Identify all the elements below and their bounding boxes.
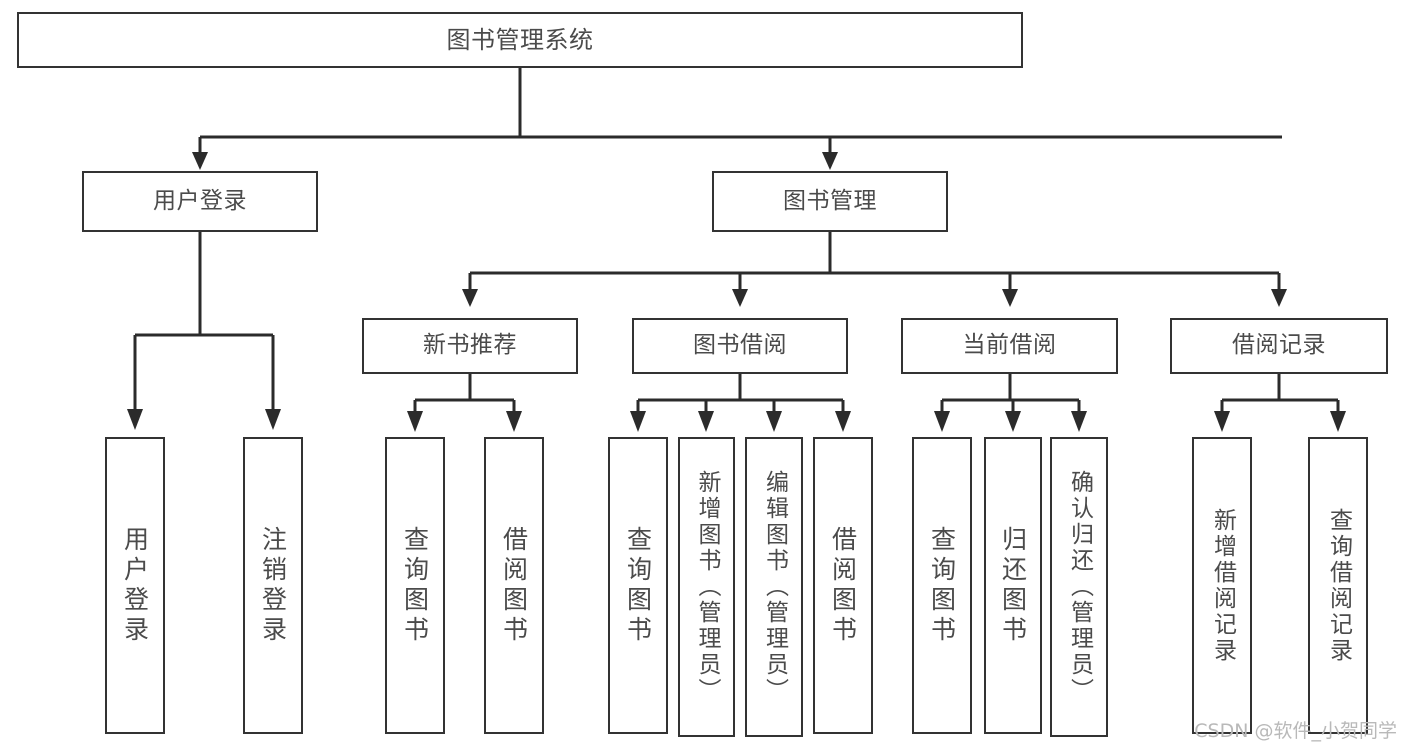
leaf-edit-book-admin[interactable]: 编辑图书（管理员） — [745, 437, 803, 737]
node-current-borrow[interactable]: 当前借阅 — [901, 318, 1118, 374]
edge-newbookrec-to-leaves — [407, 374, 522, 432]
leaf-edit-book-admin-label: 编辑图书（管理员） — [761, 470, 788, 704]
edge-currentborrow-to-leaves — [934, 374, 1087, 432]
edge-bookmanage-to-level3 — [462, 232, 1287, 307]
leaf-borrow-book-rec[interactable]: 借阅图书 — [484, 437, 544, 734]
leaf-query-book-bb-label: 查询图书 — [623, 525, 653, 646]
node-book-manage[interactable]: 图书管理 — [712, 171, 948, 232]
leaf-query-book-bb[interactable]: 查询图书 — [608, 437, 668, 734]
leaf-user-login-label: 用户登录 — [120, 525, 150, 646]
leaf-borrow-book-bb-label: 借阅图书 — [828, 525, 858, 646]
leaf-borrow-book-bb[interactable]: 借阅图书 — [813, 437, 873, 734]
node-book-manage-label: 图书管理 — [783, 187, 877, 214]
node-book-borrow[interactable]: 图书借阅 — [632, 318, 848, 374]
leaf-query-book-rec-label: 查询图书 — [400, 525, 430, 646]
leaf-query-book-cb[interactable]: 查询图书 — [912, 437, 972, 734]
node-borrow-record-label: 借阅记录 — [1232, 332, 1326, 359]
leaf-query-record[interactable]: 查询借阅记录 — [1308, 437, 1368, 734]
leaf-confirm-return-label: 确认归还（管理员） — [1066, 470, 1093, 704]
node-book-borrow-label: 图书借阅 — [693, 332, 787, 359]
leaf-user-logout[interactable]: 注销登录 — [243, 437, 303, 734]
leaf-add-record[interactable]: 新增借阅记录 — [1192, 437, 1252, 734]
node-new-book-rec-label: 新书推荐 — [423, 332, 517, 359]
leaf-query-record-label: 查询借阅记录 — [1325, 507, 1352, 664]
leaf-user-login[interactable]: 用户登录 — [105, 437, 165, 734]
node-root-label: 图书管理系统 — [446, 25, 594, 54]
csdn-watermark: CSDN @软件_小贺同学 — [1194, 720, 1397, 742]
node-new-book-rec[interactable]: 新书推荐 — [362, 318, 578, 374]
leaf-add-book-admin-label: 新增图书（管理员） — [694, 470, 720, 704]
edge-userlogin-to-leaves — [127, 232, 281, 430]
leaf-borrow-book-rec-label: 借阅图书 — [499, 525, 529, 646]
node-current-borrow-label: 当前借阅 — [962, 332, 1057, 359]
leaf-return-book[interactable]: 归还图书 — [984, 437, 1042, 734]
leaf-add-record-label: 新增借阅记录 — [1209, 507, 1236, 664]
edge-root-to-level2 — [192, 68, 1282, 170]
edge-borrowrecord-to-leaves — [1214, 374, 1346, 432]
leaf-add-book-admin[interactable]: 新增图书（管理员） — [678, 437, 735, 737]
node-root[interactable]: 图书管理系统 — [17, 12, 1023, 68]
node-user-login[interactable]: 用户登录 — [82, 171, 318, 232]
leaf-query-book-cb-label: 查询图书 — [927, 525, 957, 646]
leaf-user-logout-label: 注销登录 — [258, 525, 288, 646]
node-user-login-label: 用户登录 — [153, 187, 247, 214]
node-borrow-record[interactable]: 借阅记录 — [1170, 318, 1388, 374]
leaf-query-book-rec[interactable]: 查询图书 — [385, 437, 445, 734]
leaf-confirm-return[interactable]: 确认归还（管理员） — [1050, 437, 1108, 737]
leaf-return-book-label: 归还图书 — [998, 525, 1028, 646]
edge-bookborrow-to-leaves — [630, 374, 851, 432]
